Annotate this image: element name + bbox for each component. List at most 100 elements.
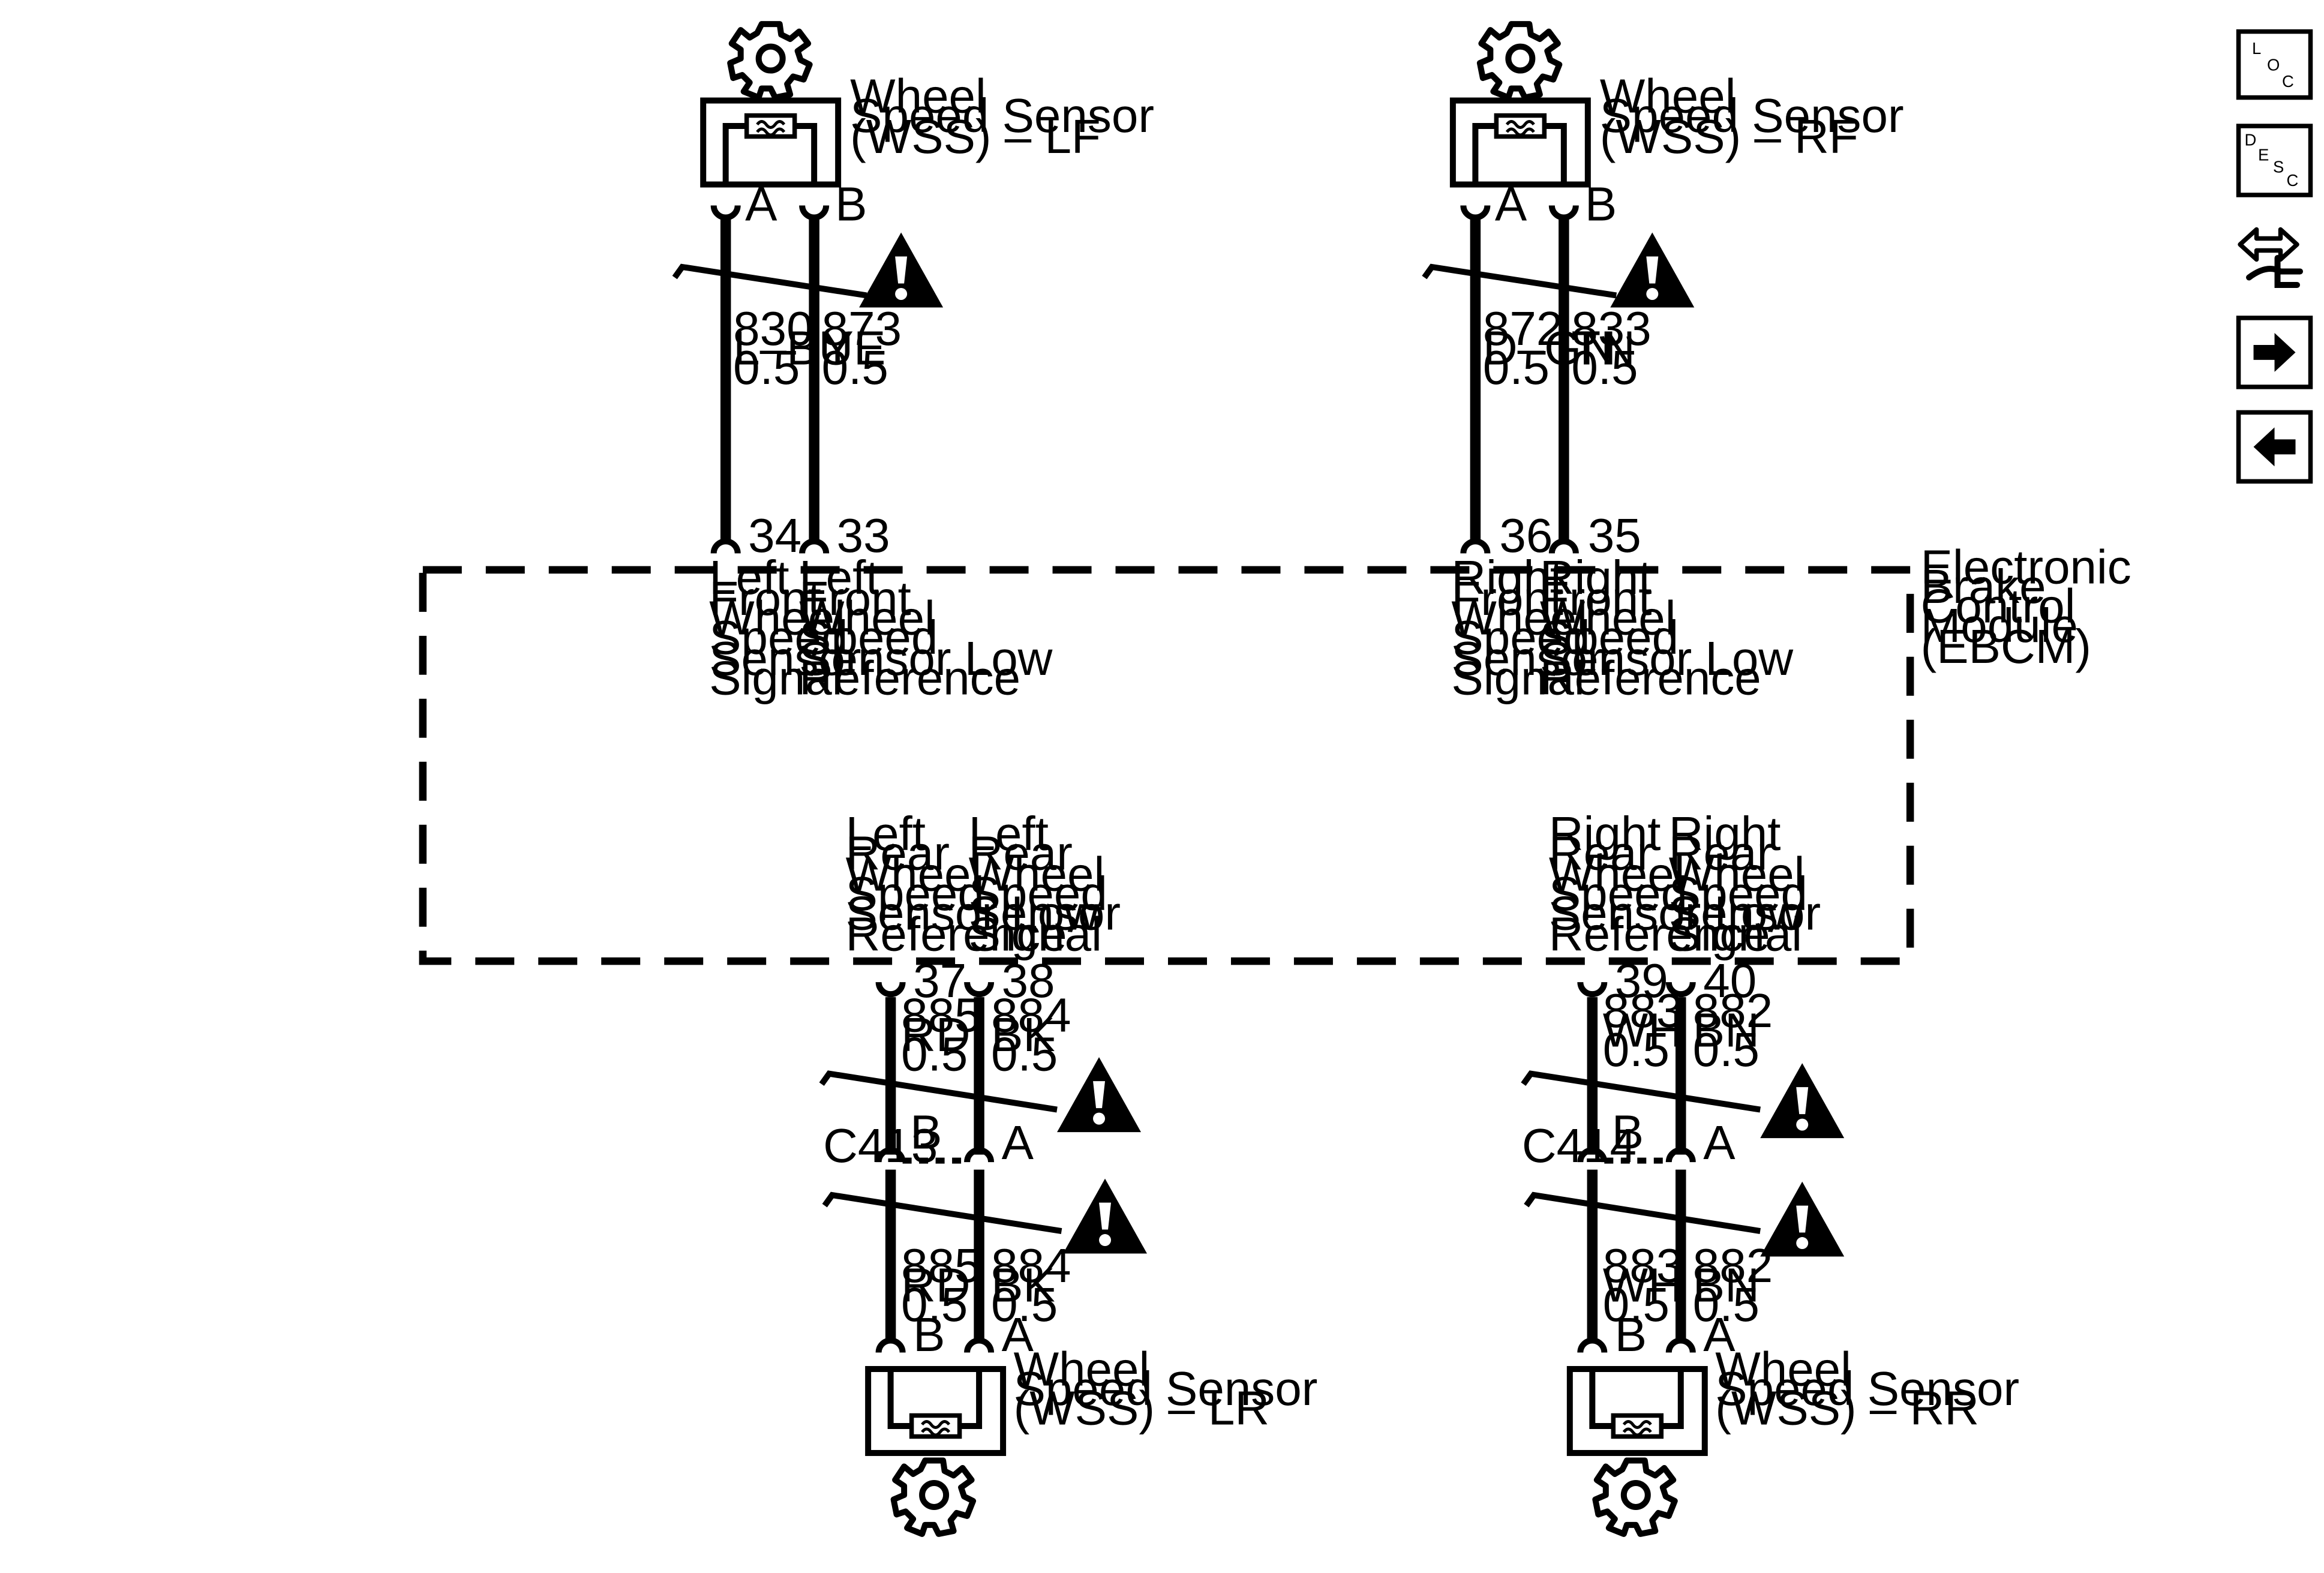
svg-text:Left: Left: [846, 807, 926, 860]
wire-833-size: 0.5: [1571, 341, 1638, 394]
svg-text:Speed: Speed: [846, 867, 984, 920]
svg-text:Right: Right: [1669, 807, 1781, 860]
svg-text:Control: Control: [1921, 579, 2076, 632]
wire-882-lower-color: BN: [1693, 1259, 1759, 1312]
pin-function-rr-low: Right Rear Wheel Speed Sensor Low Refere…: [1549, 807, 1803, 960]
wire-872-size: 0.5: [1483, 341, 1550, 394]
warning-rf-icon[interactable]: [1610, 232, 1695, 308]
wheel-gear-rr-icon: [1595, 1460, 1674, 1533]
wire-883-lower-color: WH: [1603, 1259, 1683, 1312]
lf-pin-b: B: [835, 177, 867, 230]
loc-button[interactable]: L O C: [2236, 29, 2313, 100]
warning-lf-icon[interactable]: [859, 232, 944, 308]
svg-text:Sensor Low: Sensor Low: [799, 632, 1053, 685]
wheel-gear-lr-icon: [894, 1460, 973, 1533]
wire-883-lower-number: 883: [1603, 1239, 1683, 1292]
connector-c414-pin-a: A: [1703, 1116, 1736, 1169]
svg-text:Rear: Rear: [846, 827, 950, 880]
pin-function-lf-signal: Left Front Wheel Speed Sensor Signal: [709, 551, 861, 704]
sensor-rr-label-3: (WSS) – RR: [1715, 1381, 1979, 1434]
warning-lr-upper-icon[interactable]: [1057, 1057, 1142, 1133]
wheel-speed-sensor-lr[interactable]: [865, 1366, 1007, 1456]
loc-letter-o: O: [2267, 56, 2280, 74]
warning-rr-lower-icon[interactable]: [1760, 1181, 1845, 1257]
terminal-cups: [710, 205, 1696, 1353]
ebcm-pin-36: 36: [1499, 509, 1553, 562]
pin-function-rf-low: Right Front Wheel Speed Sensor Low Refer…: [1540, 551, 1794, 704]
wheel-speed-sensor-rf[interactable]: [1449, 97, 1591, 188]
wire-830-size: 0.5: [733, 341, 800, 394]
wire-883-upper-number: 883: [1603, 984, 1683, 1037]
rr-pin-b: B: [1615, 1308, 1647, 1361]
wheel-gear-rf-icon: [1480, 24, 1559, 97]
rf-pin-b: B: [1585, 177, 1617, 230]
svg-text:Reference: Reference: [846, 908, 1067, 961]
svg-text:Speed: Speed: [1540, 611, 1679, 664]
desc-letter-e: E: [2258, 146, 2269, 164]
svg-text:Wheel: Wheel: [1451, 591, 1587, 644]
svg-text:Speed: Speed: [709, 611, 848, 664]
connector-c413-pin-b: B: [910, 1106, 942, 1159]
desc-letter-s: S: [2273, 158, 2284, 176]
warning-rr-upper-icon[interactable]: [1760, 1063, 1845, 1139]
svg-text:Signal: Signal: [969, 908, 1102, 961]
wire-884-upper-number: 884: [991, 989, 1071, 1042]
sensor-rr-label-1: Wheel: [1715, 1342, 1851, 1395]
rf-pin-a: A: [1495, 177, 1527, 230]
wire-883-lower-size: 0.5: [1603, 1278, 1670, 1331]
pin-function-lr-signal: Left Rear Wheel Speed Sensor Signal: [969, 807, 1121, 960]
wire-830-number: 830: [733, 302, 813, 355]
svg-text:Right: Right: [1451, 551, 1563, 604]
ebcm-pin-35: 35: [1588, 509, 1641, 562]
svg-text:Wheel: Wheel: [709, 591, 845, 644]
svg-text:Wheel: Wheel: [1540, 591, 1676, 644]
wire-872-color: D–GN: [1483, 321, 1616, 374]
sensor-rr-label-2: Speed Sensor: [1715, 1362, 2019, 1415]
svg-text:Front: Front: [799, 572, 911, 625]
pin-function-rr-signal: Right Rear Wheel Speed Sensor Signal: [1669, 807, 1821, 960]
svg-text:Right: Right: [1549, 807, 1661, 860]
sensor-rf-label-2: Speed Sensor: [1600, 89, 1904, 142]
rr-pin-a: A: [1703, 1308, 1736, 1361]
desc-letter-d: D: [2245, 131, 2257, 149]
wheel-speed-sensor-lf[interactable]: [700, 97, 842, 188]
sensor-lr-label-2: Speed Sensor: [1014, 1362, 1318, 1415]
svg-text:Signal: Signal: [709, 651, 842, 704]
sensor-lf-label-2: Speed Sensor: [850, 89, 1154, 142]
wire-882-lower-number: 882: [1693, 1239, 1773, 1292]
previous-arrow-icon[interactable]: [2236, 410, 2313, 484]
desc-button[interactable]: D E S C: [2236, 124, 2313, 197]
wire-884-lower-number: 884: [991, 1239, 1071, 1292]
wire-833-number: 833: [1571, 302, 1651, 355]
warning-lr-lower-icon[interactable]: [1063, 1178, 1148, 1254]
sensor-rf-label-1: Wheel: [1600, 70, 1736, 123]
loc-letter-c: C: [2282, 72, 2294, 91]
svg-text:Module: Module: [1921, 599, 2078, 652]
svg-text:Speed: Speed: [1549, 867, 1688, 920]
wire-884-lower-color: BK: [991, 1259, 1055, 1312]
svg-text:Sensor: Sensor: [969, 887, 1121, 940]
wire-882-upper-number: 882: [1693, 984, 1773, 1037]
ebcm-module-boundary[interactable]: [419, 566, 1914, 965]
desc-letter-c: C: [2287, 171, 2299, 190]
sensor-lf-label-1: Wheel: [850, 70, 986, 123]
connector-c413-label: C413: [823, 1119, 938, 1172]
wire-885-upper-color: RD: [901, 1008, 971, 1061]
svg-text:Wheel: Wheel: [1549, 848, 1685, 901]
connector-c414-pin-b: B: [1612, 1106, 1644, 1159]
wire-885-upper-number: 885: [901, 989, 981, 1042]
wire-873-size: 0.5: [822, 341, 888, 394]
lf-pin-a: A: [745, 177, 777, 230]
ebcm-name: Electronic Brake Control Module (EBCM): [1921, 540, 2131, 673]
next-arrow-icon[interactable]: [2236, 316, 2313, 389]
svg-text:Reference: Reference: [1549, 908, 1770, 961]
connector-end-view-icon[interactable]: [2238, 227, 2304, 288]
svg-text:Speed: Speed: [1451, 611, 1590, 664]
wire-882-upper-size: 0.5: [1693, 1023, 1759, 1076]
twisted-pair-marks: [672, 263, 1761, 1234]
wheel-speed-sensor-rr[interactable]: [1566, 1366, 1708, 1456]
svg-text:Front: Front: [709, 572, 821, 625]
wire-885-upper-size: 0.5: [901, 1028, 968, 1081]
wire-882-upper-color: BN: [1693, 1004, 1759, 1057]
svg-text:Wheel: Wheel: [846, 848, 982, 901]
